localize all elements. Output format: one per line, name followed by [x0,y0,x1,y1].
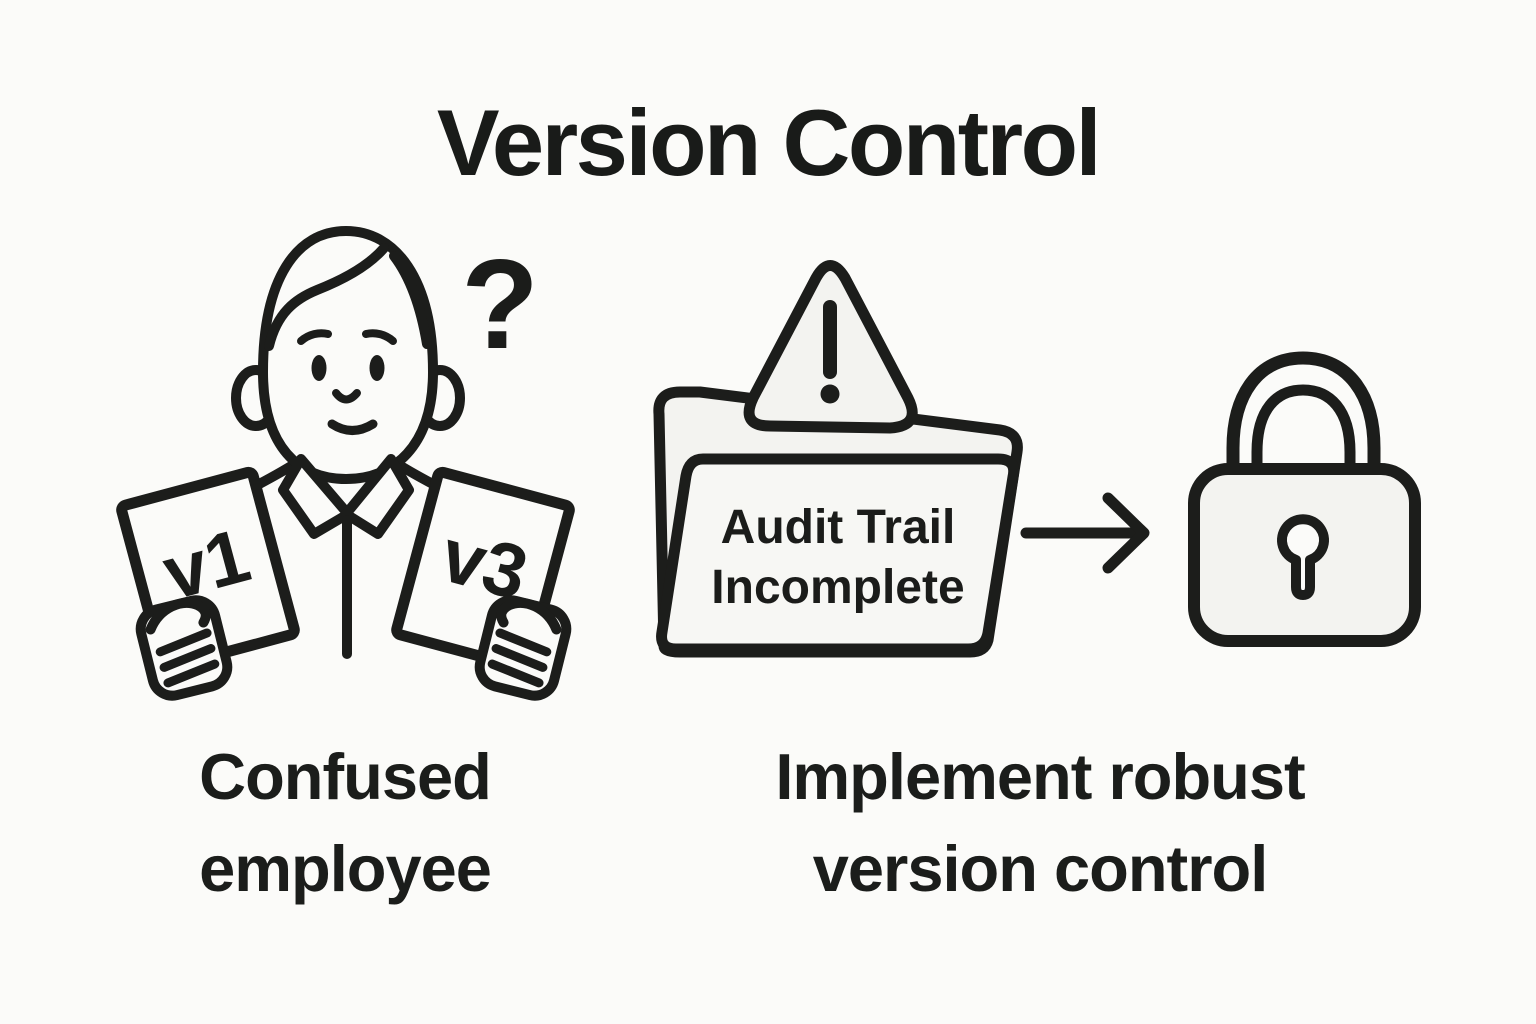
lock-shackle-outer [1226,351,1381,477]
right-eye [369,355,385,381]
page-title: Version Control [436,90,1102,195]
right-thumb [496,597,562,635]
caption-line: version control [812,832,1269,906]
hair-sideburn [389,251,432,349]
caption-confused-employee: Confused employee [95,731,595,916]
caption-line: Confused [199,740,492,813]
lock-icon [1188,351,1421,647]
keyhole [1277,514,1329,600]
question-mark: ? [461,233,539,375]
caption-line: employee [199,832,492,906]
left-finger-lines [155,628,220,688]
caption-line: Implement robust [775,740,1305,813]
warning-triangle-icon [743,260,918,434]
hair-fringe [264,243,389,351]
frown-mouth [327,419,378,435]
lock-shackle-inner [1251,384,1356,476]
collar-right-flap [341,454,414,539]
folder-label-line2: Incomplete [711,561,964,614]
folder-icon [653,260,1023,658]
exclamation-dot [820,384,840,404]
left-fist-icon [135,595,233,701]
folder-front-panel [656,453,1020,655]
left-eye [311,355,327,381]
right-eyebrow [362,329,397,345]
arrow-icon [1020,492,1150,574]
nose [332,389,361,404]
collar-left-flap [278,454,353,539]
caption-implement-version-control: Implement robust version control [740,731,1340,916]
right-fist-icon [474,595,572,701]
folder-label-line1: Audit Trail [721,501,956,554]
left-thumb [145,597,211,635]
right-finger-lines [487,628,552,688]
left-eyebrow [297,329,332,345]
